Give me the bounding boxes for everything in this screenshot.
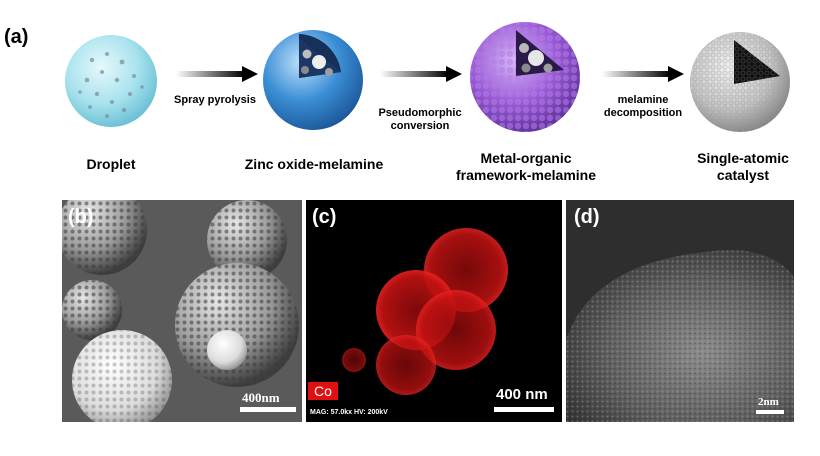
panel-b-sem-image: (b) 400nm	[62, 200, 302, 422]
co-element-badge: Co	[308, 382, 338, 400]
panel-c-tag: (c)	[312, 206, 337, 228]
panel-d-tag: (d)	[574, 206, 600, 228]
stage-label-single-atomic-catalyst: Single-atomic catalyst	[697, 150, 789, 183]
panel-c-scale-bar	[494, 407, 554, 412]
sem-spheres	[62, 200, 302, 422]
arrow-label-spray-pyrolysis: Spray pyrolysis	[174, 94, 256, 106]
panel-b-scale-label: 400nm	[242, 390, 280, 405]
arrow-2	[380, 66, 462, 82]
zno-melamine-sphere	[263, 30, 363, 130]
arrow-label-pseudomorphic-conversion: Pseudomorphic conversion	[364, 94, 476, 146]
panel-d-stem-image: (d) 2nm	[566, 200, 794, 422]
arrow-3	[602, 66, 684, 82]
stage-label-mof-melamine: Metal-organic framework-melamine	[455, 150, 597, 183]
panel-a-tag: (a)	[4, 26, 29, 48]
arrow-1	[176, 66, 258, 82]
panel-c-scale-label: 400 nm	[496, 386, 548, 403]
arrow-label-melamine-decomposition: melamine decomposition	[603, 94, 683, 119]
stage-label-droplet: Droplet	[86, 156, 136, 172]
stem-texture	[566, 200, 794, 422]
catalyst-sphere	[690, 32, 790, 132]
panel-b-tag: (b)	[68, 206, 94, 228]
mof-melamine-sphere	[470, 22, 580, 132]
droplet-sphere	[65, 35, 157, 127]
arrow-label-line: Pseudomorphic conversion	[378, 107, 462, 132]
panel-d-scale-bar	[756, 410, 784, 414]
panel-b-scale-bar	[240, 407, 296, 412]
stage-label-zinc-oxide-melamine: Zinc oxide-melamine	[244, 156, 384, 172]
panel-d-scale-label: 2nm	[758, 396, 779, 408]
panel-c-meta: MAG: 57.0kx HV: 200kV	[310, 409, 388, 416]
panel-c-eds-map: (c) Co MAG: 57.0kx HV: 200kV 400 nm	[306, 200, 562, 422]
co-map-spheres	[342, 228, 508, 395]
